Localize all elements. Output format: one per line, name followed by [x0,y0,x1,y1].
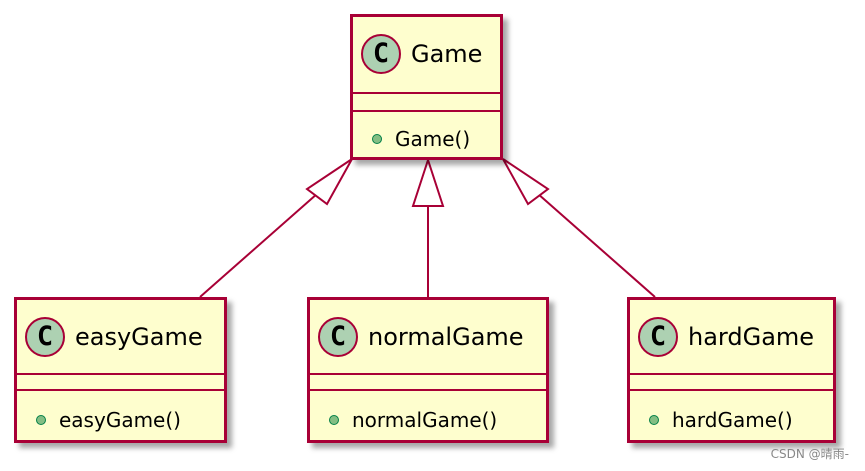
class-hardgame-header: C hardGame [630,300,833,373]
class-game-attributes-divider [353,92,500,94]
class-hardgame-methods-divider [630,389,833,391]
class-easygame-name: easyGame [75,322,203,351]
class-hardgame-method-name: hardGame() [672,408,793,432]
class-game-method-name: Game() [395,127,471,151]
class-normalgame[interactable]: C normalGame normalGame() [307,297,549,443]
class-normalgame-methods-divider [310,389,546,391]
class-easygame-method-name: easyGame() [59,408,181,432]
class-c-icon: C [638,316,678,357]
class-normalgame-header: C normalGame [310,300,546,373]
public-method-icon [36,415,46,425]
class-easygame-attributes-divider [17,373,224,375]
class-hardgame[interactable]: C hardGame hardGame() [627,297,836,443]
class-easygame-header: C easyGame [17,300,224,373]
class-hardgame-name: hardGame [688,322,815,351]
public-method-icon [329,415,339,425]
public-method-icon [649,415,659,425]
public-method-icon [372,134,382,144]
class-game-methods-divider [353,110,500,112]
class-normalgame-name: normalGame [368,322,524,351]
class-game-header: C Game [353,17,500,90]
class-easygame-methods-divider [17,389,224,391]
class-normalgame-attributes-divider [310,373,546,375]
normalgame-arrowhead [411,156,445,207]
class-easygame-method: easyGame() [17,403,224,437]
class-game-method: Game() [353,124,500,154]
easygame-arrowhead [305,158,353,206]
class-c-icon: C [361,33,401,74]
class-hardgame-method: hardGame() [630,403,833,437]
class-easygame[interactable]: C easyGame easyGame() [14,297,227,443]
class-game[interactable]: C Game Game() [350,14,503,160]
class-normalgame-method-name: normalGame() [352,408,498,432]
class-normalgame-method: normalGame() [310,403,546,437]
class-c-icon: C [25,316,65,357]
class-c-icon: C [318,316,358,357]
class-hardgame-attributes-divider [630,373,833,375]
hardgame-arrowhead [502,158,550,206]
watermark: CSDN @晴雨- [770,447,849,461]
class-game-name: Game [411,39,483,68]
